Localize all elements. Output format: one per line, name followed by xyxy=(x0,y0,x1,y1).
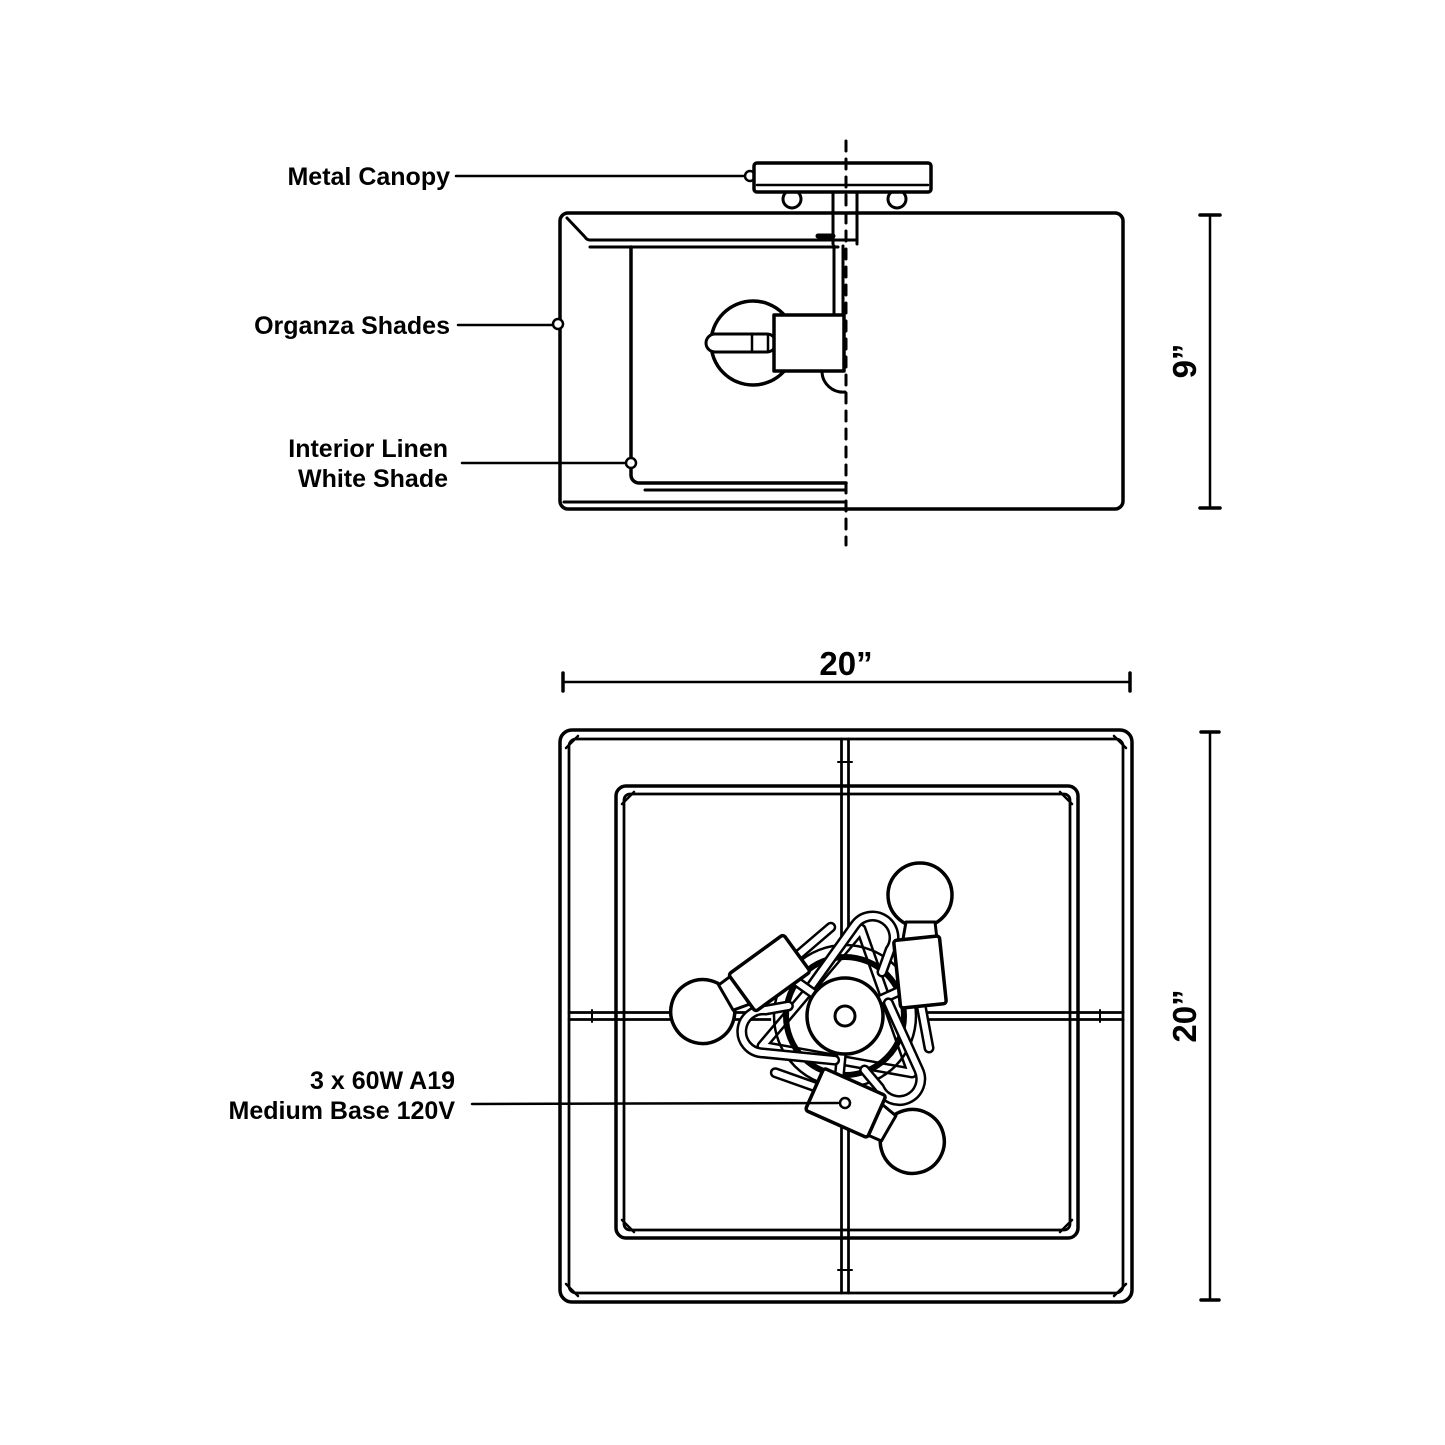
dimension-width-text: 20” xyxy=(819,645,872,682)
plate-gasket-ring xyxy=(783,954,907,1078)
center-hole xyxy=(833,1004,857,1028)
bulb-assembly xyxy=(806,861,954,1054)
leader-dot xyxy=(838,1096,852,1110)
label-organza-shades: Organza Shades xyxy=(254,312,450,340)
side-bulb-assembly xyxy=(704,299,847,394)
interior-linen-shade xyxy=(629,245,848,492)
organza-shades-leader xyxy=(456,317,565,331)
label-lamp-line1: 3 x 60W A19 xyxy=(310,1067,455,1095)
label-lamp-line2: Medium Base 120V xyxy=(229,1097,456,1125)
metal-canopy xyxy=(752,161,933,194)
inner-shade-frame xyxy=(614,784,1080,1240)
side-socket xyxy=(772,313,846,373)
label-metal-canopy: Metal Canopy xyxy=(287,163,450,191)
interior-linen-leader xyxy=(460,456,638,470)
leader-dot xyxy=(551,317,565,331)
lamp-spec-leader xyxy=(470,1096,852,1110)
side-view: 9” Metal Canopy Organza Shades Interior … xyxy=(254,139,1222,547)
dimension-width: 20” xyxy=(561,645,1132,693)
side-bulb-tip xyxy=(704,332,778,354)
dimension-height-text: 9” xyxy=(1166,344,1203,379)
dimension-depth: 20” xyxy=(1166,730,1221,1302)
organza-shade-outline xyxy=(558,211,1125,511)
metal-canopy-leader xyxy=(454,169,757,183)
lamp-cluster xyxy=(659,861,994,1185)
label-interior-linen-line2: White Shade xyxy=(298,465,448,493)
label-interior-linen-line1: Interior Linen xyxy=(288,435,448,463)
dimension-depth-text: 20” xyxy=(1166,989,1203,1042)
dimension-height: 9” xyxy=(1166,213,1222,510)
side-arm-bend xyxy=(820,369,847,394)
shade-top-diffuser xyxy=(565,216,840,249)
leader-dot xyxy=(624,456,638,470)
bulb-globe xyxy=(886,861,954,929)
outer-shade-frame xyxy=(558,728,1134,1304)
stem xyxy=(815,190,859,317)
bottom-view: 20” xyxy=(229,645,1221,1304)
bulb-socket xyxy=(892,934,948,1010)
